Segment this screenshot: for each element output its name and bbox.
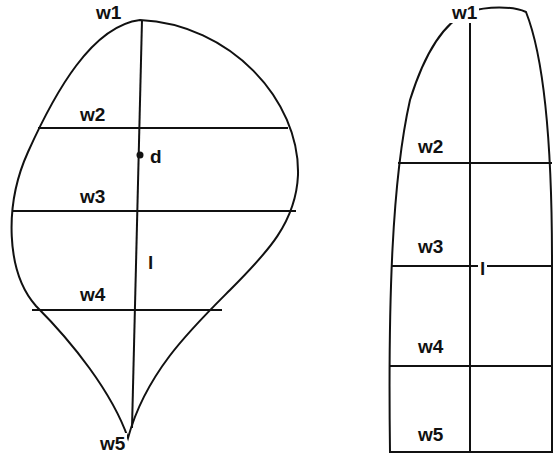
width-label: w2 (78, 104, 107, 125)
width-line (392, 265, 552, 267)
width-line (390, 365, 552, 367)
width-label: w5 (98, 433, 127, 454)
length-label: l (146, 252, 155, 273)
width-line (12, 210, 296, 212)
width-label: w1 (94, 2, 123, 23)
width-line (32, 309, 222, 311)
width-line (398, 162, 552, 164)
midrib (469, 10, 471, 452)
length-label: l (478, 258, 487, 279)
width-label: w4 (78, 284, 107, 305)
point-label: d (148, 146, 164, 167)
width-label: w3 (416, 236, 445, 257)
width-label: w2 (416, 136, 445, 157)
width-label: w4 (416, 336, 445, 357)
midrib (132, 20, 142, 428)
width-line (38, 127, 288, 129)
width-label: w5 (416, 424, 445, 445)
linear-leaf-outline (390, 8, 552, 453)
ovate-leaf-outline (12, 20, 298, 438)
point-marker (137, 152, 144, 159)
width-label: w3 (78, 186, 107, 207)
width-label: w1 (450, 2, 479, 23)
